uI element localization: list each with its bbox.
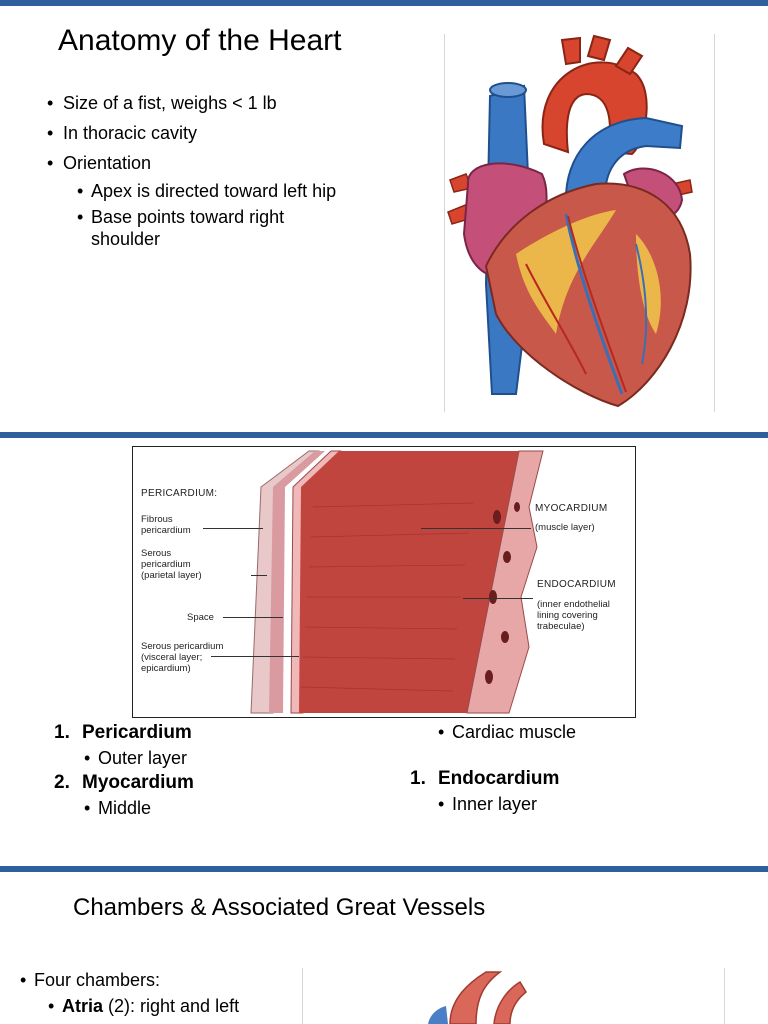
bullet-item: Four chambers:: [20, 970, 160, 991]
serous-parietal-label: Serous pericardium (parietal layer): [141, 548, 202, 581]
bullet-text: Orientation: [63, 153, 152, 173]
item-label: Myocardium: [82, 772, 194, 793]
divider: [724, 968, 725, 1024]
fibrous-pericardium-label: Fibrous pericardium: [141, 514, 191, 536]
slide-anatomy-of-heart: Anatomy of the Heart Size of a fist, wei…: [0, 0, 768, 432]
slide-top-bar: [0, 866, 768, 872]
slide-title: Chambers & Associated Great Vessels: [73, 894, 486, 921]
heart-illustration: Fine: [447, 34, 693, 408]
endocardium-description: (inner endothelial lining covering trabe…: [537, 599, 610, 632]
serous-visceral-label: Serous pericardium (visceral layer; epic…: [141, 641, 224, 674]
space-label: Space: [187, 612, 214, 623]
sub-bullet-item: Atria (2): right and left: [48, 996, 239, 1017]
heart-wall-illustration: [250, 450, 544, 714]
numbered-item: 1. Endocardium: [410, 768, 559, 790]
sub-bullet-item: Base points toward right shoulder: [77, 206, 347, 250]
heart-wall-diagram: PERICARDIUM: Fibrous pericardium Serous …: [132, 446, 636, 718]
sub-bullet-list: Apex is directed toward left hip Base po…: [77, 180, 347, 250]
leader-line: [211, 656, 299, 657]
pericardium-heading: PERICARDIUM:: [141, 488, 218, 499]
sub-bullet-item: Outer layer: [84, 748, 187, 769]
slide-chambers-vessels: Chambers & Associated Great Vessels Four…: [0, 866, 768, 1024]
endocardium-label: ENDOCARDIUM: [537, 579, 616, 590]
bullet-item: Orientation Apex is directed toward left…: [47, 152, 347, 250]
leader-line: [223, 617, 283, 618]
slide-top-bar: [0, 432, 768, 438]
myocardium-description: (muscle layer): [535, 522, 595, 533]
bold-term: Atria: [62, 996, 104, 1016]
sub-bullet-text: (2): right and left: [103, 996, 240, 1016]
slide-heart-wall-layers: PERICARDIUM: Fibrous pericardium Serous …: [0, 432, 768, 866]
leader-line: [251, 575, 267, 576]
divider: [444, 34, 445, 412]
item-number: 2.: [54, 772, 70, 793]
numbered-item: 2. Myocardium: [54, 772, 194, 794]
bullet-item: In thoracic cavity: [47, 122, 347, 144]
sub-bullet-item: Middle: [84, 798, 151, 819]
leader-line: [421, 528, 531, 529]
divider: [302, 968, 303, 1024]
leader-line: [203, 528, 263, 529]
item-label: Pericardium: [82, 722, 192, 743]
sub-bullet-item: Inner layer: [438, 794, 537, 815]
sub-bullet-item: Apex is directed toward left hip: [77, 180, 347, 202]
myocardium-label: MYOCARDIUM: [535, 503, 608, 514]
bullet-item: Size of a fist, weighs < 1 lb: [47, 92, 347, 114]
sub-bullet-item: Cardiac muscle: [438, 722, 576, 743]
numbered-item: 1. Pericardium: [54, 722, 192, 744]
item-label: Endocardium: [438, 768, 560, 789]
slide-top-bar: [0, 0, 768, 6]
item-number: 1.: [410, 768, 426, 789]
watermark-text: Fine: [654, 391, 682, 408]
leader-line: [463, 598, 533, 599]
divider: [714, 34, 715, 412]
item-number: 1.: [54, 722, 70, 743]
slide-title: Anatomy of the Heart: [58, 24, 342, 57]
bullet-list: Size of a fist, weighs < 1 lb In thoraci…: [47, 92, 347, 258]
heart-illustration-partial: [428, 971, 527, 1024]
